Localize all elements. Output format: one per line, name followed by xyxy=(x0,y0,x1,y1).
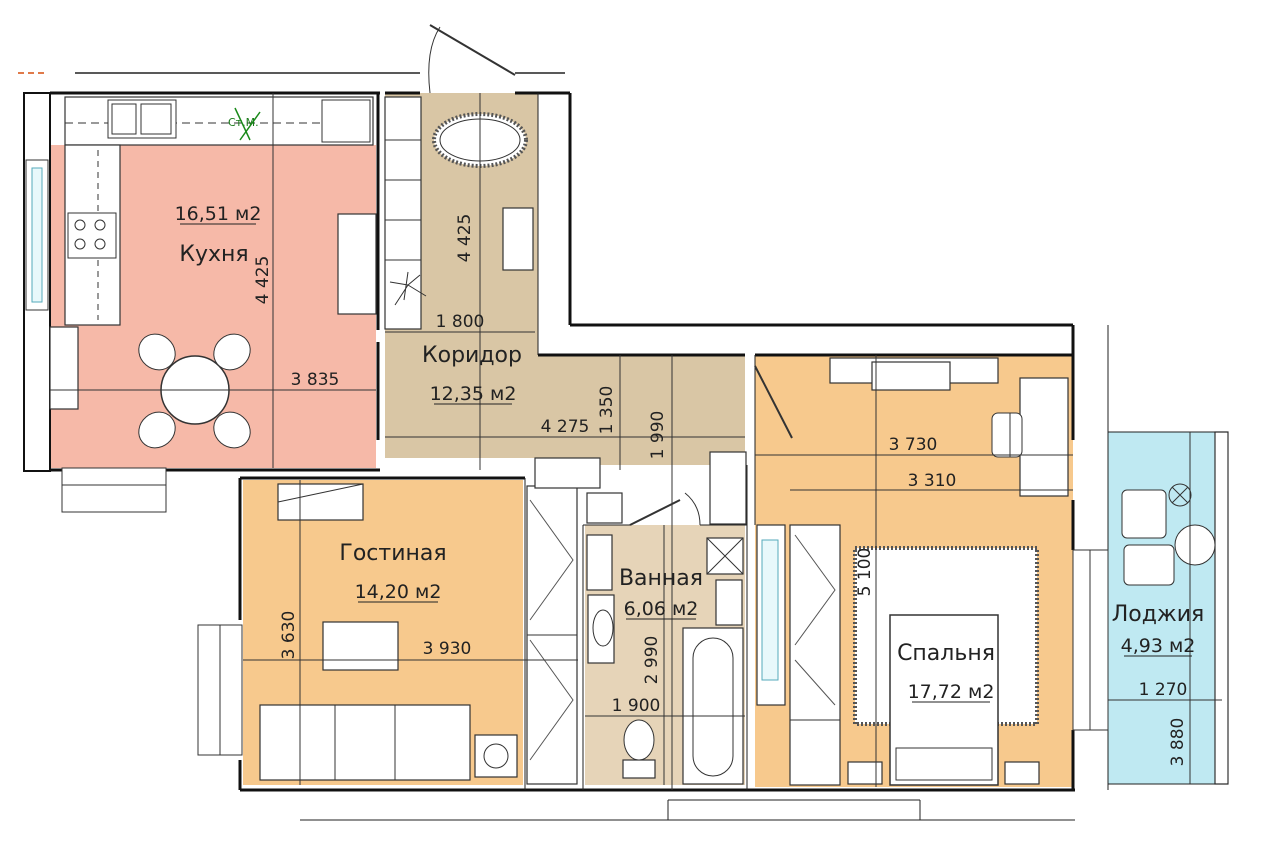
corridor-floor xyxy=(385,93,745,465)
dimension-lines xyxy=(50,93,1222,790)
wardrobe-icon xyxy=(789,524,841,786)
living-name: Гостиная xyxy=(339,541,446,566)
dim-corridor-upper-width: 1 800 xyxy=(436,312,485,332)
dim-corridor-upper-height: 4 425 xyxy=(455,214,475,263)
dim-bath-width: 1 900 xyxy=(612,696,661,716)
bedroom-area: 17,72 м2 xyxy=(908,681,995,703)
dim-corridor-height-b: 1 990 xyxy=(648,411,668,460)
dim-corridor-width: 4 275 xyxy=(541,417,590,437)
toilet-icon xyxy=(622,719,656,779)
dim-bath-height: 2 990 xyxy=(642,636,662,685)
door-swing-icon xyxy=(629,492,701,526)
dim-kitchen-height: 4 425 xyxy=(253,256,273,305)
lounge-chair-icon xyxy=(1121,489,1175,586)
wardrobe-icon xyxy=(526,485,578,785)
kitchen-furniture: Ст.М. x xyxy=(49,96,377,449)
washing-machine-icon xyxy=(474,734,518,778)
chair-icon xyxy=(138,333,251,449)
dim-loggia-width: 1 270 xyxy=(1139,680,1188,700)
door-swing-icon xyxy=(428,24,516,94)
bed-icon xyxy=(889,614,999,786)
bedroom-name: Спальня xyxy=(897,641,995,666)
bath-area: 6,06 м2 xyxy=(624,598,699,620)
window-icon xyxy=(25,159,1109,756)
dim-living-width: 3 930 xyxy=(423,639,472,659)
loggia-area: 4,93 м2 xyxy=(1121,635,1196,657)
kitchen-name: Кухня xyxy=(179,242,248,267)
dim-corridor-height-a: 1 350 xyxy=(597,386,617,435)
bath-furniture xyxy=(534,451,747,785)
sink-icon xyxy=(107,99,177,139)
dim-bedroom-width-b: 3 310 xyxy=(908,471,957,491)
corridor-area: 12,35 м2 xyxy=(430,383,517,405)
dim-loggia-height: 3 880 xyxy=(1168,718,1188,767)
dim-living-height: 3 630 xyxy=(279,611,299,660)
dim-bedroom-width-a: 3 730 xyxy=(889,435,938,455)
loggia-name: Лоджия xyxy=(1112,602,1205,627)
living-furniture xyxy=(259,483,578,785)
living-area: 14,20 м2 xyxy=(355,581,442,603)
dim-bedroom-height: 5 100 xyxy=(855,548,875,597)
bathtub-icon xyxy=(682,627,744,785)
sofa-icon xyxy=(259,704,471,781)
loggia-furniture xyxy=(1121,483,1216,586)
desk-chair-icon xyxy=(991,412,1023,458)
stove-icon xyxy=(67,212,117,259)
bedroom-furniture xyxy=(754,357,1069,786)
dim-kitchen-width: 3 835 xyxy=(291,370,340,390)
shower-icon xyxy=(706,537,744,575)
bath-name: Ванная xyxy=(619,566,703,591)
corridor-name: Коридор xyxy=(422,343,522,368)
door-swing-icon xyxy=(754,365,793,439)
kitchen-area: 16,51 м2 xyxy=(175,203,262,225)
